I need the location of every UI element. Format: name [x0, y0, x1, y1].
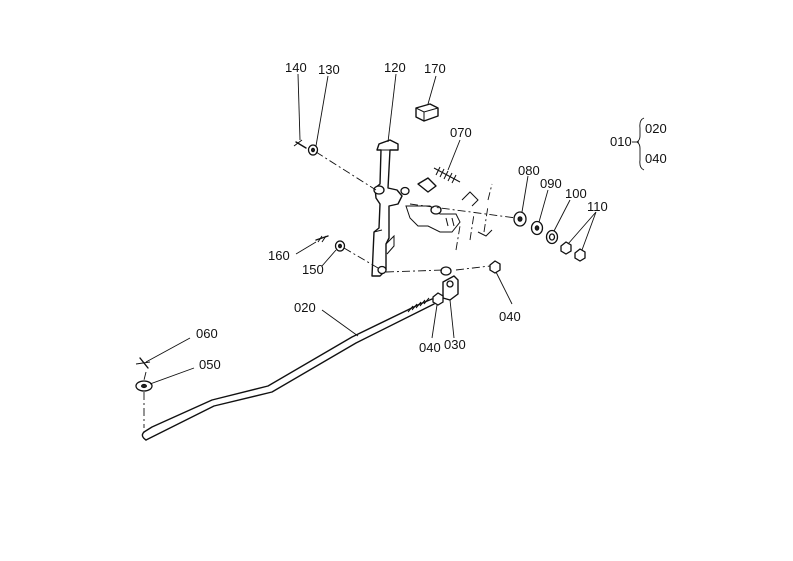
- callout-090: 090: [540, 176, 562, 191]
- legend-member-020: 020: [645, 121, 667, 136]
- callout-140: 140: [285, 60, 307, 75]
- callout-040-right: 040: [499, 309, 521, 324]
- callout-150: 150: [302, 262, 324, 277]
- callout-110: 110: [587, 199, 608, 214]
- rod-020: [141, 297, 435, 441]
- callout-170: 170: [424, 61, 446, 76]
- block-170: [415, 103, 439, 122]
- assembly-lines: [143, 151, 517, 428]
- bracket-120: [371, 139, 410, 277]
- pins: [135, 139, 329, 369]
- assembly-legend: 010 020 040: [610, 117, 667, 171]
- plate-030: [440, 266, 459, 301]
- callout-050: 050: [199, 357, 221, 372]
- washers: [135, 144, 586, 392]
- mechanism-body: [405, 183, 493, 251]
- callout-130: 130: [318, 62, 340, 77]
- callout-070: 070: [450, 125, 472, 140]
- callout-020: 020: [294, 300, 316, 315]
- callout-060: 060: [196, 326, 218, 341]
- leader-lines: [145, 73, 597, 385]
- callout-080: 080: [518, 163, 540, 178]
- callout-040-lower: 040: [419, 340, 441, 355]
- callout-100: 100: [565, 186, 587, 201]
- callout-160: 160: [268, 248, 290, 263]
- callout-120: 120: [384, 60, 406, 75]
- legend-assembly: 010: [610, 134, 632, 149]
- callout-030: 030: [444, 337, 466, 352]
- spring-070: [417, 166, 461, 193]
- callout-labels: 140 130 120 170 070 080 090 100 110 160 …: [196, 60, 608, 372]
- legend-member-040: 040: [645, 151, 667, 166]
